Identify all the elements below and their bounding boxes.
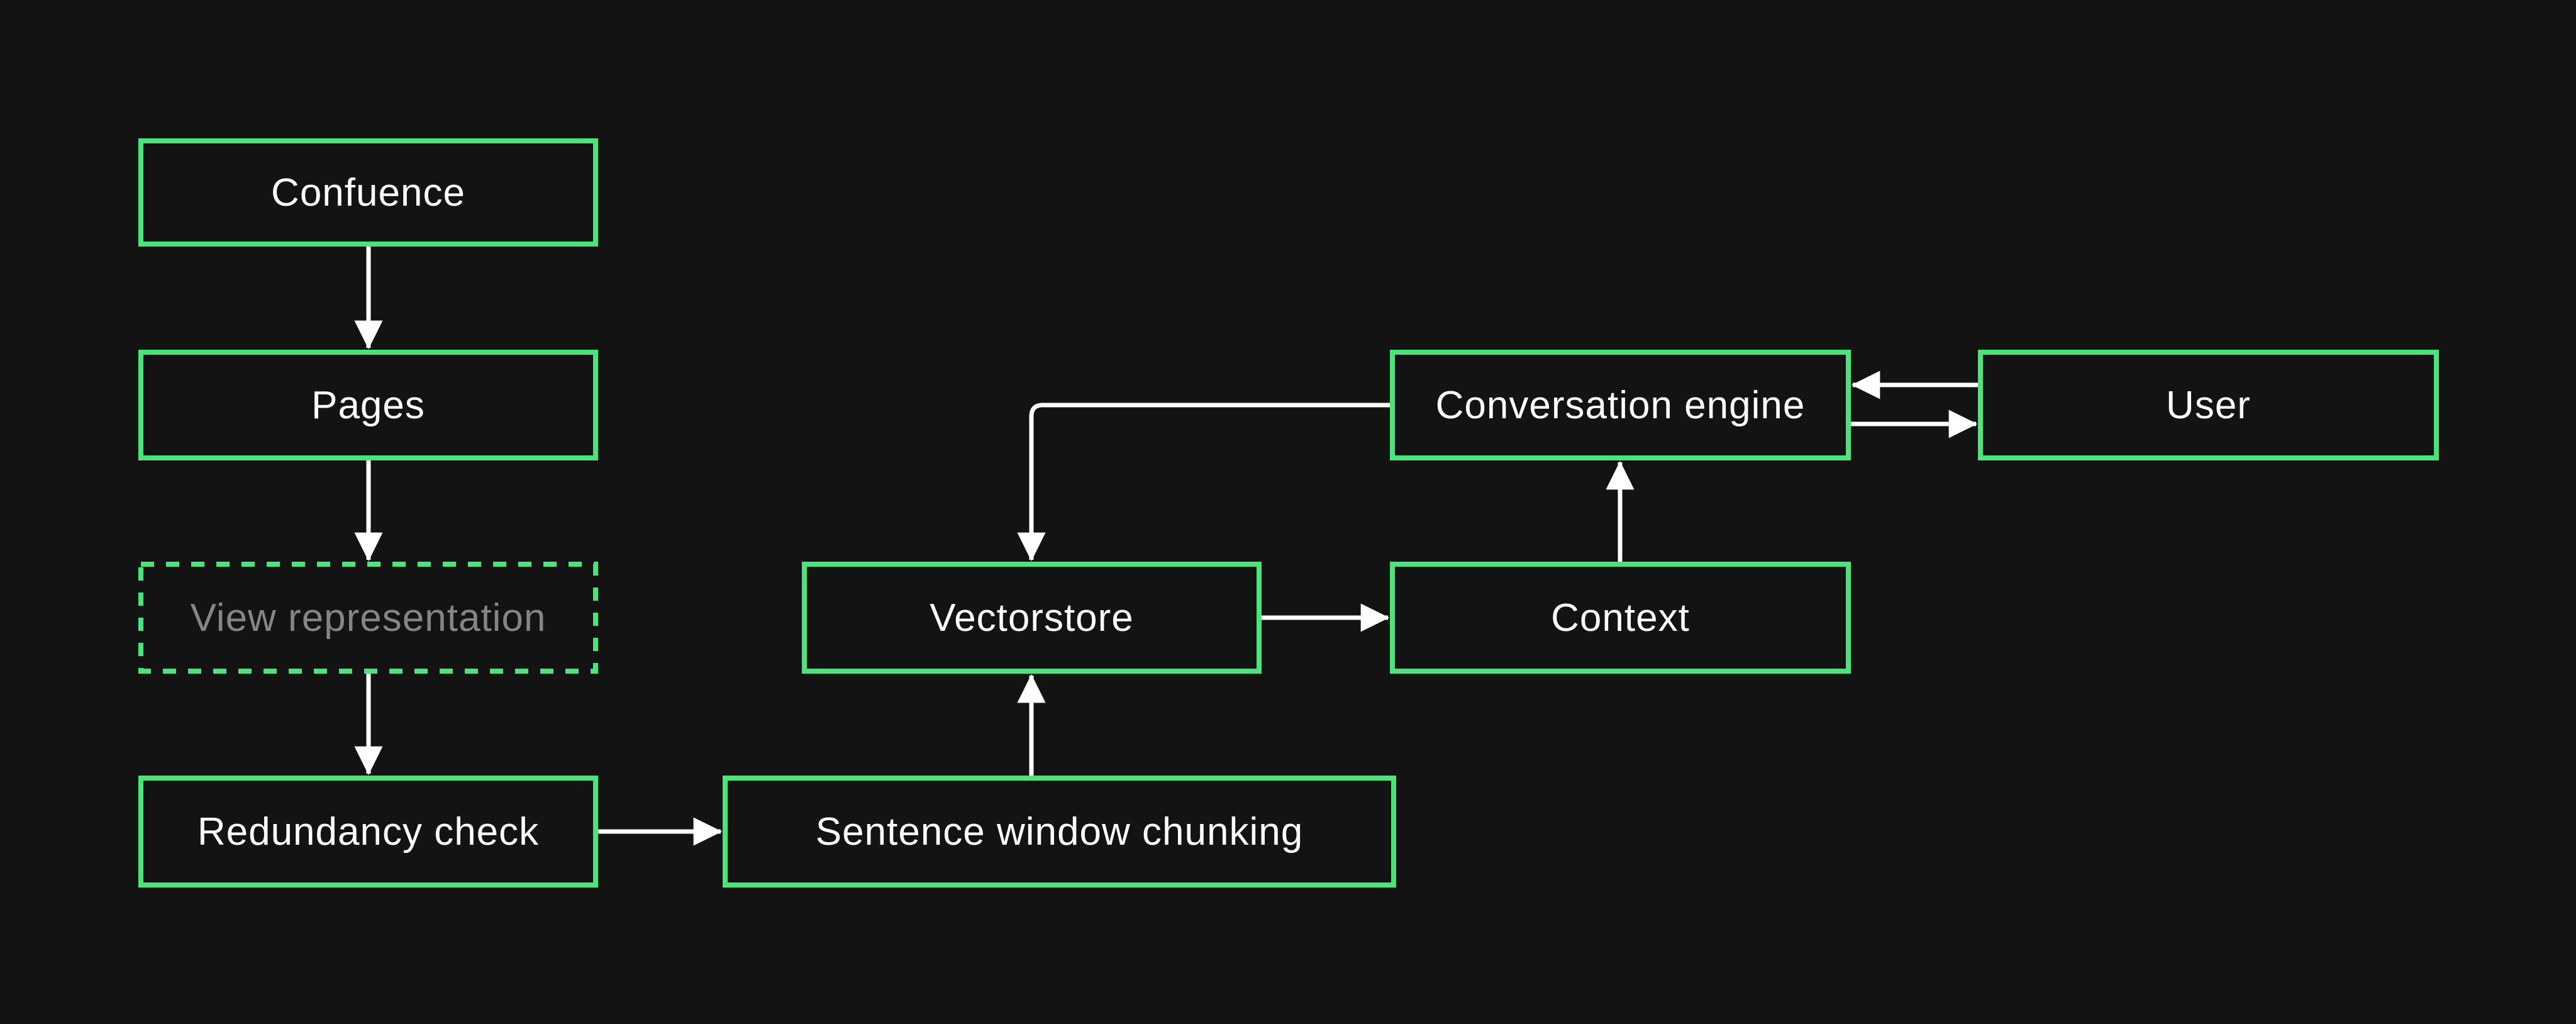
node-view-representation: View representation (138, 562, 598, 674)
node-redundancy-check-label: Redundancy check (197, 810, 540, 854)
node-confluence: Confuence (138, 138, 598, 247)
node-user-label: User (2166, 383, 2251, 427)
edge-conversation-engine-to-vectorstore (1017, 403, 1390, 562)
node-redundancy-check: Redundancy check (138, 776, 598, 888)
node-sentence-window-chunking-label: Sentence window chunking (815, 810, 1304, 854)
node-sentence-window-chunking: Sentence window chunking (723, 776, 1396, 888)
node-conversation-engine-label: Conversation engine (1435, 383, 1806, 427)
node-context-label: Context (1551, 596, 1690, 640)
node-vectorstore-label: Vectorstore (930, 596, 1134, 640)
node-conversation-engine: Conversation engine (1390, 350, 1851, 460)
node-confluence-label: Confuence (271, 170, 465, 214)
node-pages-label: Pages (311, 383, 425, 427)
node-vectorstore: Vectorstore (802, 562, 1262, 674)
node-pages: Pages (138, 350, 598, 460)
node-view-representation-label: View representation (190, 596, 547, 640)
node-context: Context (1390, 562, 1851, 674)
node-user: User (1978, 350, 2439, 460)
